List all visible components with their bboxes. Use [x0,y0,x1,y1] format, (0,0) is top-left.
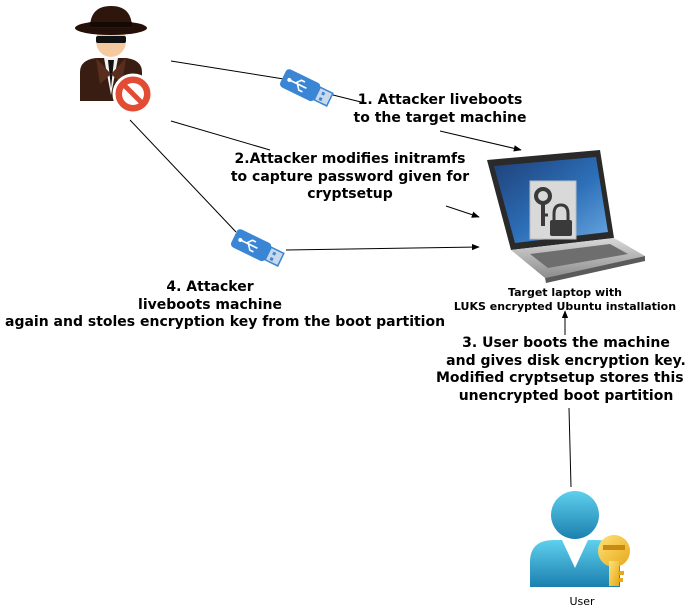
connectors [129,60,572,488]
step4-label: 4. Attacker liveboots machine again and … [5,279,446,330]
step2-label: 2.Attacker modifies initramfs to capture… [230,151,470,202]
step3-label: 3. User boots the machine and gives disk… [436,335,687,404]
line-attacker-to-usb2 [129,119,237,233]
no-entry-icon [112,73,154,115]
laptop-caption: Target laptop with LUKS encrypted Ubuntu… [453,286,677,313]
spy-icon [75,6,147,101]
line-usb1-to-step1 [328,93,366,104]
usb-drive-icon [231,229,285,267]
arrow-usb2-to-laptop [285,243,480,251]
user-icon [530,491,620,587]
line-user-to-step3 [568,407,572,488]
key-icon [598,535,630,586]
padlock-icon [529,180,577,240]
user-caption: User [569,595,595,608]
line-attacker-to-usb1 [170,60,291,81]
step1-label: 1. Attacker liveboots to the target mach… [353,92,527,126]
line-attacker-to-step2 [170,120,271,151]
laptop-icon [487,150,645,283]
arrow-step1-to-laptop [439,130,522,152]
arrow-step2-to-laptop [445,205,480,218]
usb-drive-icon [280,69,334,107]
